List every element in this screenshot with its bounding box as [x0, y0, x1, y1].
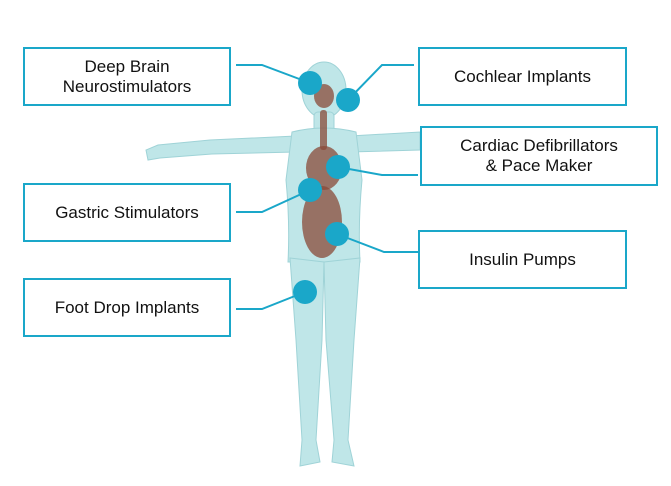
marker-gastric	[298, 178, 322, 202]
body-silhouette	[145, 61, 421, 467]
markers	[293, 71, 360, 304]
marker-cardiac	[326, 155, 350, 179]
label-cochlear-implants: Cochlear Implants	[418, 47, 627, 106]
label-line: Cochlear Implants	[453, 66, 591, 86]
left-arm	[349, 131, 421, 153]
label-line: Deep Brain	[84, 56, 170, 76]
label-deep-brain-neurostimulators: Deep Brain Neurostimulators	[23, 47, 231, 106]
label-line: & Pace Maker	[485, 156, 593, 175]
label-line: Gastric Stimulators	[55, 202, 199, 222]
label-foot-drop-implants: Foot Drop Implants	[23, 278, 231, 337]
right-leg	[289, 257, 325, 467]
connector-lines	[236, 64, 418, 310]
label-cardiac-defibrillators-pace-maker: Cardiac Defibrillators & Pace Maker	[420, 126, 658, 186]
connector-gastric	[236, 189, 311, 213]
label-line: Foot Drop Implants	[54, 297, 200, 317]
left-leg	[323, 257, 361, 467]
connector-foot-drop	[236, 291, 306, 310]
label-insulin-pumps: Insulin Pumps	[418, 230, 627, 289]
connector-cochlear	[347, 64, 414, 101]
label-line: Insulin Pumps	[469, 249, 576, 269]
label-line: Cardiac Defibrillators	[460, 136, 618, 155]
connector-insulin	[336, 233, 418, 253]
right-arm	[145, 135, 297, 161]
connector-cardiac	[337, 166, 418, 176]
spine-organ	[320, 110, 327, 150]
connector-deep-brain	[236, 64, 311, 84]
marker-insulin	[325, 222, 349, 246]
marker-foot-drop	[293, 280, 317, 304]
label-gastric-stimulators: Gastric Stimulators	[23, 183, 231, 242]
marker-cochlear	[336, 88, 360, 112]
label-line: Neurostimulators	[62, 76, 192, 96]
marker-deep-brain	[298, 71, 322, 95]
